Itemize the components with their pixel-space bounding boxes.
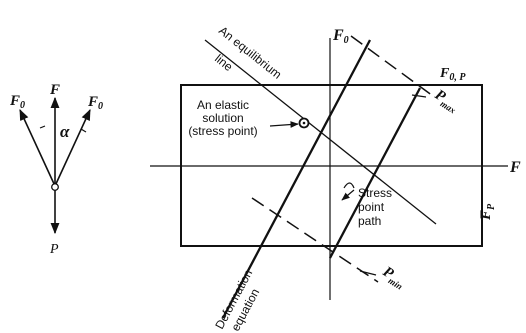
stress-space-diagram: F0 F F0, P Pmax Pmin FP An equilibrium l… xyxy=(150,23,521,333)
stress-point-center xyxy=(302,121,306,125)
deformation-equation-line xyxy=(221,39,372,319)
joint-node xyxy=(51,183,59,191)
stress-path-leader xyxy=(343,182,355,189)
label-stress-1: Stress xyxy=(358,186,392,200)
label-elastic-3: (stress point) xyxy=(188,124,257,138)
label-f0p: F0, P xyxy=(439,66,466,83)
label-elastic-2: solution xyxy=(202,111,243,125)
label-f0-right: F0 xyxy=(87,94,103,112)
label-axis-f: F xyxy=(509,159,521,176)
label-alpha: α xyxy=(60,122,70,141)
label-f-center: F xyxy=(49,82,60,98)
angle-tick-left xyxy=(39,125,46,129)
dashed-line-lower xyxy=(251,197,379,283)
dashed-line-upper xyxy=(350,35,434,97)
stress-path-leader-tip xyxy=(341,189,355,201)
stress-point-path-line xyxy=(328,87,422,259)
label-f0-left: F0 xyxy=(9,93,25,111)
label-axis-f0: F0 xyxy=(332,27,349,46)
label-stress-3: path xyxy=(358,214,381,228)
label-fp: FP xyxy=(478,203,497,221)
label-equilibrium-line-2: line xyxy=(212,51,236,74)
elastic-solution-leader xyxy=(269,121,299,128)
label-p-min: Pmin xyxy=(379,264,409,292)
label-elastic-1: An elastic xyxy=(197,98,249,112)
pmin-tick xyxy=(359,270,377,276)
force-f0-left-arrow xyxy=(19,108,56,187)
angle-tick-right xyxy=(80,128,87,133)
pmax-tick xyxy=(411,94,427,98)
label-p-max: Pmax xyxy=(431,87,462,116)
label-load-p: P xyxy=(49,242,59,257)
force-diagram: F0 F F0 α P xyxy=(9,82,103,257)
force-f0-right-arrow xyxy=(54,108,91,187)
label-stress-2: point xyxy=(358,200,385,214)
